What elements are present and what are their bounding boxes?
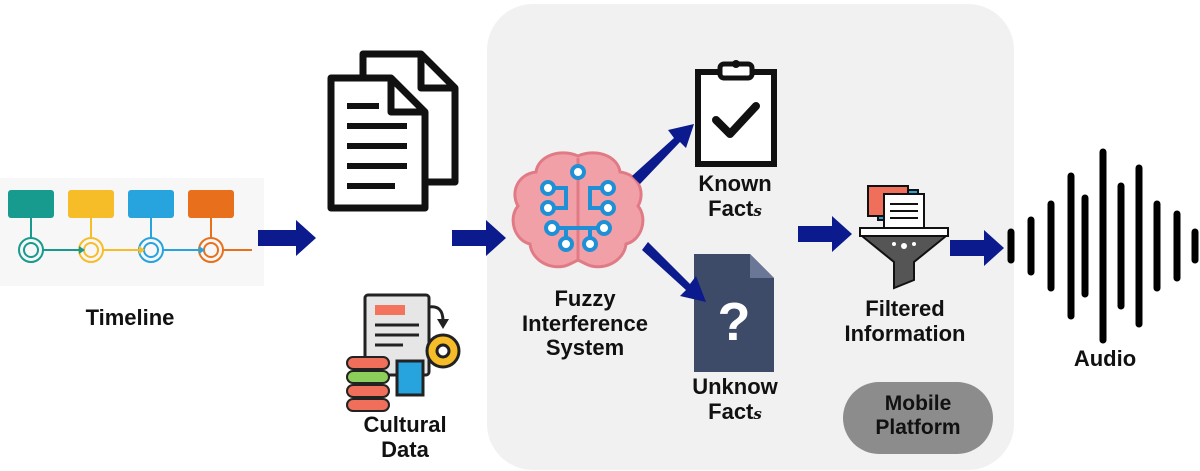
known-line2: Facts: [670, 195, 800, 222]
known-facts-word: Fact: [708, 195, 754, 221]
unknown-facts-label: Unknow Facts: [670, 374, 800, 425]
arrow-to-filter: [798, 216, 852, 252]
unknown-facts-word: Fact: [708, 398, 754, 424]
cultural-data-icon: [346, 293, 461, 412]
unknown-facts-s: s: [753, 404, 762, 423]
arrow-data-to-fuzzy: [452, 220, 506, 256]
cultural-data-line1: Cultural: [363, 412, 447, 437]
mobile-line2: Platform: [875, 415, 961, 439]
unknown-line2: Facts: [670, 398, 800, 425]
arrow-timeline-to-data: [258, 220, 316, 256]
fuzzy-system-label: Fuzzy Interference System: [505, 286, 665, 361]
fuzzy-line1: Fuzzy: [554, 286, 616, 311]
filtered-info-label: Filtered Information: [820, 296, 990, 346]
audio-label: Audio: [1073, 346, 1137, 371]
cultural-data-label: Cultural Data: [340, 412, 470, 462]
fuzzy-line2: Interference: [522, 310, 648, 336]
cultural-data-line2: Data: [381, 436, 429, 462]
brain-circuit-icon: [511, 151, 645, 269]
mobile-line1: Mobile: [884, 392, 952, 415]
mobile-platform-label: Mobile Platform: [843, 392, 993, 439]
clipboard-check-icon: [695, 60, 777, 167]
filtered-line1: Filtered: [865, 296, 945, 321]
question-document-icon: ?: [694, 254, 774, 372]
known-line1: Known: [698, 171, 772, 196]
timeline-label: Timeline: [85, 305, 175, 330]
fuzzy-line3: System: [545, 335, 625, 361]
unknown-line1: Unknow: [692, 374, 778, 399]
audio-waveform-icon: [1007, 148, 1199, 344]
svg-text:?: ?: [718, 292, 751, 352]
arrow-fuzzy-to-known: [632, 124, 694, 184]
known-facts-label: Known Facts: [670, 171, 800, 222]
documents-icon: [327, 50, 459, 212]
filter-funnel-icon: [859, 185, 949, 290]
filtered-line2: Information: [844, 320, 966, 346]
timeline-icon: [0, 178, 264, 286]
known-facts-s: s: [753, 201, 762, 220]
arrow-fuzzy-to-unknown: [642, 242, 706, 302]
mobile-platform-badge: Mobile Platform: [843, 382, 993, 454]
arrow-filter-to-audio: [950, 230, 1004, 266]
